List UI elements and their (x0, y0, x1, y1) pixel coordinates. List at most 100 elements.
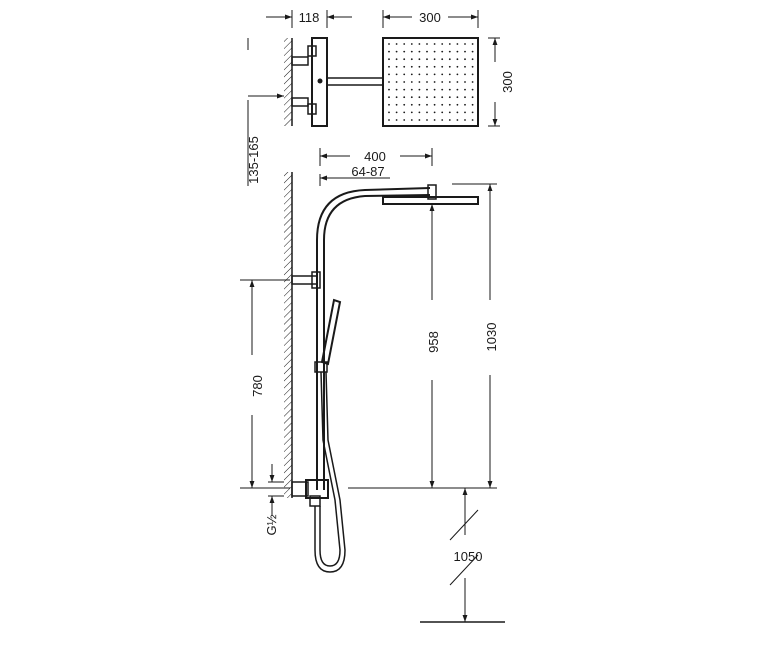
nozzle-dot (471, 96, 474, 99)
nozzle-dot (395, 73, 398, 76)
nozzle-dot (448, 88, 451, 91)
nozzle-dot (464, 65, 466, 68)
nozzle-dot (418, 103, 421, 106)
nozzle-dot (433, 58, 436, 61)
dim-1030-label: 1030 (484, 323, 499, 352)
nozzle-dot (456, 58, 459, 61)
nozzle-dot (441, 103, 444, 106)
nozzle-dot (464, 88, 466, 91)
nozzle-dot (426, 96, 428, 99)
nozzle-dot (441, 43, 444, 45)
nozzle-dot (456, 81, 459, 83)
nozzle-dot (448, 43, 451, 45)
nozzle-dot (410, 81, 413, 83)
nozzle-dot (395, 88, 398, 91)
nozzle-dot (448, 119, 451, 121)
thermostatic-valve-side (291, 479, 329, 507)
nozzle-dot (448, 111, 451, 114)
nozzle-dot (464, 111, 466, 114)
nozzle-dot (433, 81, 436, 83)
dimension-1050: 1050 (420, 488, 505, 623)
nozzle-dot (410, 43, 413, 45)
nozzle-dot (418, 81, 421, 83)
top-view: 118 300 300 135-165 (246, 10, 515, 186)
wall-hatch-top (284, 38, 292, 126)
nozzle-dot (395, 65, 398, 68)
nozzle-dot (426, 58, 428, 61)
nozzle-dot (403, 50, 406, 53)
nozzle-dot (441, 88, 444, 91)
nozzle-dot (410, 58, 413, 61)
nozzle-dot (426, 65, 428, 68)
nozzle-dot (403, 65, 406, 68)
wall-bracket (291, 271, 321, 289)
nozzle-dot (388, 111, 390, 114)
nozzle-dot (388, 43, 390, 45)
nozzle-dot (448, 103, 451, 106)
hand-shower (320, 298, 342, 366)
nozzle-dot (426, 119, 428, 121)
nozzle-dot (433, 88, 436, 91)
nozzle-dot (395, 50, 398, 53)
dim-118-label: 118 (299, 10, 320, 25)
nozzle-dot (471, 119, 474, 121)
nozzle-dot (464, 96, 466, 99)
dim-64-87-label: 64-87 (351, 164, 384, 179)
nozzle-dot (410, 96, 413, 99)
nozzle-dot (418, 65, 421, 68)
nozzle-dot (471, 103, 474, 106)
side-view: 400 64-87 958 1030 (240, 148, 505, 623)
nozzle-dot (471, 81, 474, 83)
nozzle-dot (441, 58, 444, 61)
nozzle-dot (426, 50, 428, 53)
nozzle-dot (433, 50, 436, 53)
dim-135-165-label: 135-165 (246, 136, 261, 184)
dimension-780: 780 (240, 279, 290, 489)
nozzle-dot (388, 119, 390, 121)
dimension-64-87: 64-87 (319, 164, 390, 186)
nozzle-dot (456, 119, 459, 121)
nozzle-dot (418, 88, 421, 91)
nozzle-dot (464, 119, 466, 121)
nozzle-dot (456, 88, 459, 91)
dim-958-label: 958 (426, 331, 441, 353)
nozzle-dot (426, 103, 428, 106)
nozzle-dot (471, 111, 474, 114)
nozzle-dot (395, 111, 398, 114)
nozzle-dot (403, 96, 406, 99)
nozzle-dot (426, 81, 428, 83)
nozzle-dot (410, 50, 413, 53)
nozzle-dot (388, 88, 390, 91)
nozzle-dot (418, 50, 421, 53)
nozzle-dot (403, 73, 406, 76)
nozzle-dot (403, 119, 406, 121)
dim-780-label: 780 (250, 375, 265, 397)
nozzle-dot (433, 65, 436, 68)
nozzle-dot (433, 111, 436, 114)
shower-arm-top (327, 77, 383, 86)
nozzle-dot (395, 81, 398, 83)
nozzle-dot (441, 73, 444, 76)
nozzle-dot (418, 111, 421, 114)
shower-hose (314, 371, 346, 573)
nozzle-dot (395, 43, 398, 45)
nozzle-dot (448, 81, 451, 83)
nozzle-dot (403, 111, 406, 114)
nozzle-dot (471, 58, 474, 61)
nozzle-dot (410, 73, 413, 76)
nozzle-dot (388, 73, 390, 76)
nozzle-dot (433, 103, 436, 106)
nozzle-dot (395, 103, 398, 106)
nozzle-dot (433, 43, 436, 45)
nozzle-dot (418, 119, 421, 121)
nozzle-dot (388, 103, 390, 106)
dimension-958: 958 (426, 204, 441, 488)
nozzle-dot (403, 88, 406, 91)
nozzle-dot (448, 65, 451, 68)
nozzle-dot (464, 103, 466, 106)
nozzle-dot (471, 65, 474, 68)
nozzle-dot (471, 43, 474, 45)
nozzle-dot (410, 65, 413, 68)
nozzle-dot (441, 119, 444, 121)
